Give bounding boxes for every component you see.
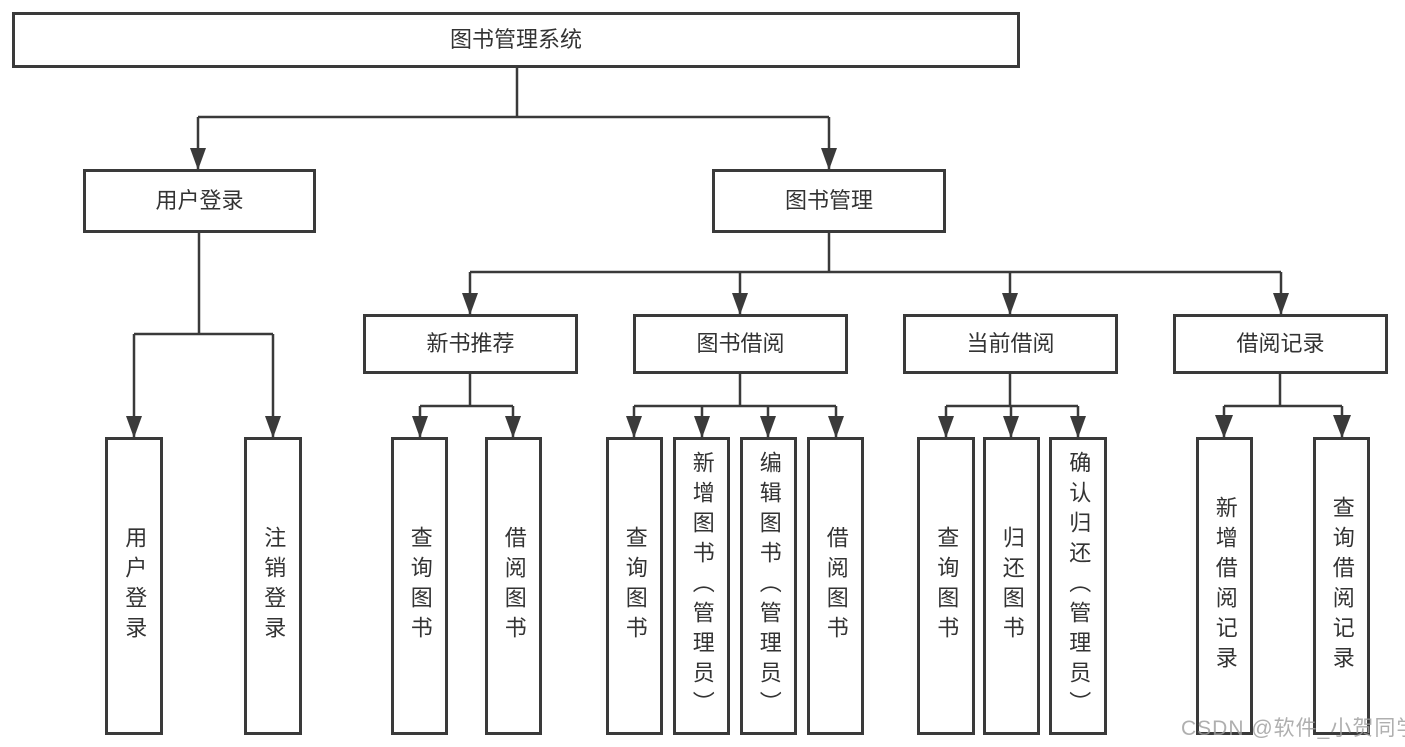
node-user-login: 用户登录	[83, 169, 316, 233]
arrowheads-current-borrowing	[938, 416, 1086, 438]
node-current-borrowing: 当前借阅	[903, 314, 1118, 374]
node-library-system: 图书管理系统	[12, 12, 1020, 68]
leaf-borrow-books-recommend: 借阅图书	[485, 437, 542, 735]
node-borrow-records: 借阅记录	[1173, 314, 1388, 374]
leaf-query-books-borrowing: 查询图书	[606, 437, 663, 735]
node-book-borrowing: 图书借阅	[633, 314, 848, 374]
leaf-user-login: 用户登录	[105, 437, 163, 735]
connector-book-borrowing	[632, 374, 838, 437]
connector-borrow-records	[1222, 374, 1344, 437]
leaf-confirm-return-admin: 确认归还（管理员）	[1049, 437, 1107, 735]
leaf-return-books: 归还图书	[983, 437, 1040, 735]
arrowheads-new-book-recommend	[412, 416, 521, 438]
arrowheads-level2	[190, 148, 837, 170]
connector-user-login	[132, 233, 275, 437]
arrowheads-book-borrowing	[626, 416, 844, 438]
leaf-logout: 注销登录	[244, 437, 302, 735]
leaf-query-books-current: 查询图书	[917, 437, 975, 735]
csdn-watermark: CSDN @软件_小贺同学	[1181, 717, 1405, 740]
leaf-edit-book-admin: 编辑图书（管理员）	[740, 437, 797, 735]
arrowheads-user-login	[126, 416, 281, 438]
connector-new-book-recommend	[418, 374, 515, 437]
connector-book-management	[468, 232, 1283, 314]
node-book-management: 图书管理	[712, 169, 946, 233]
leaf-borrow-books-borrowing: 借阅图书	[807, 437, 864, 735]
connector-root-to-level2	[196, 68, 831, 169]
leaf-add-book-admin: 新增图书（管理员）	[673, 437, 730, 735]
node-new-book-recommend: 新书推荐	[363, 314, 578, 374]
arrowheads-borrow-records	[1215, 415, 1351, 438]
leaf-add-borrow-record: 新增借阅记录	[1196, 437, 1253, 735]
leaf-query-books-recommend: 查询图书	[391, 437, 448, 735]
arrowheads-level3	[462, 293, 1289, 315]
leaf-query-borrow-record: 查询借阅记录	[1313, 437, 1370, 735]
